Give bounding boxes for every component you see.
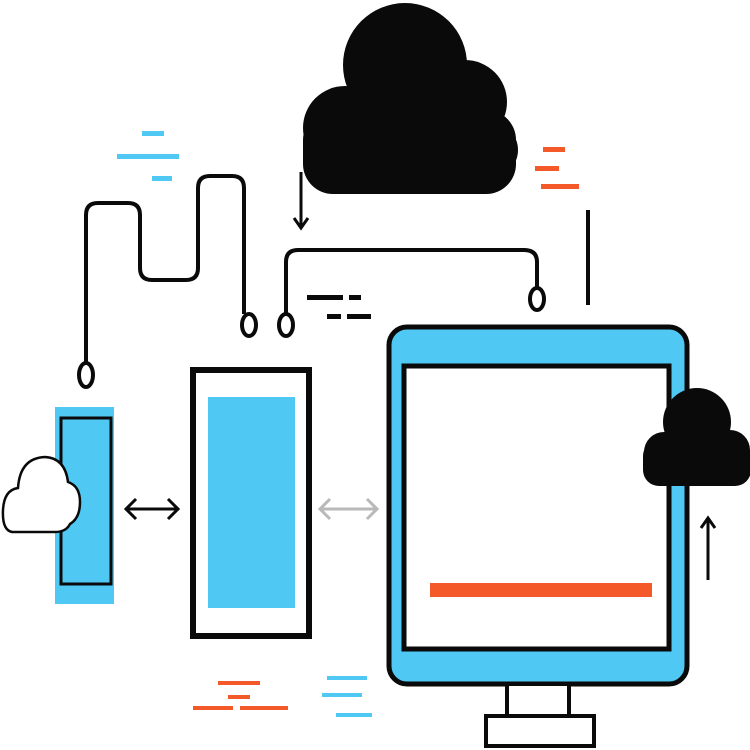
monitor-device [386,324,690,748]
double-arrow-right-icon [317,497,380,521]
right-cloud-icon [643,388,750,486]
plug-tablet-b [277,312,295,338]
double-arrow-left-icon [123,497,181,521]
orange-dashes-top [535,147,579,189]
top-cloud-icon [303,3,518,194]
cable-phone-to-tablet [84,174,246,364]
tablet-device [190,367,312,639]
blue-dashes-top [117,131,179,181]
plug-phone [77,361,95,389]
left-cloud-outline-icon [1,455,82,534]
plug-monitor [528,286,546,312]
blue-dashes-bottom [322,676,372,717]
orange-dashes-bottom [193,681,288,710]
plug-tablet-a [240,312,258,338]
down-arrow-icon [292,172,310,231]
up-arrow-icon [699,515,717,580]
black-dashes-middle [307,295,371,319]
cable-tablet-to-monitor [284,248,539,314]
